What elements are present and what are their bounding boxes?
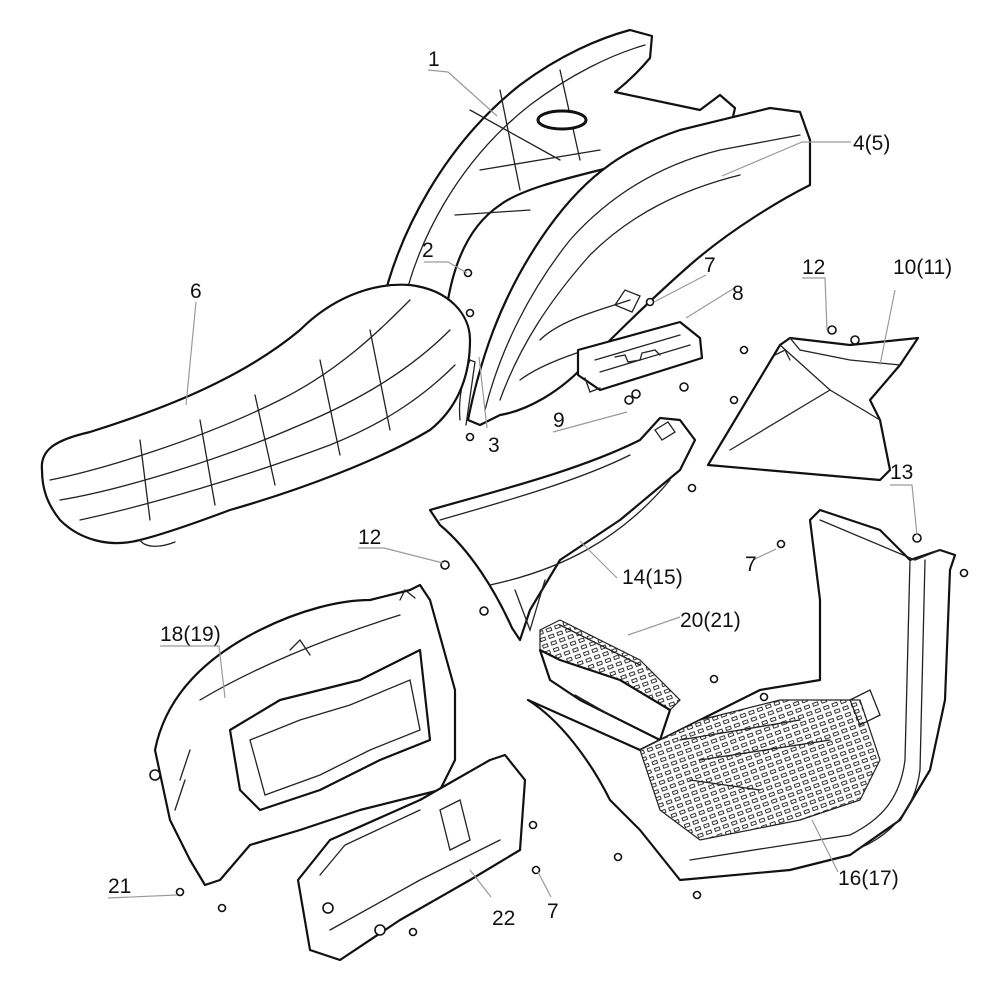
fastener <box>739 345 749 355</box>
fastener <box>528 820 538 830</box>
leader-13 <box>890 484 918 536</box>
leader-2 <box>424 261 468 274</box>
fasteners <box>175 268 969 937</box>
callout-8: 8 <box>732 282 744 305</box>
fastener <box>531 865 541 875</box>
fastener <box>959 568 969 578</box>
leader-7b <box>752 548 777 561</box>
callout-14-15: 14(15) <box>622 566 683 589</box>
leader-3 <box>478 356 488 429</box>
callout-1: 1 <box>428 48 440 71</box>
callout-18-19: 18(19) <box>160 623 221 646</box>
leader-9 <box>552 411 628 433</box>
fastener <box>465 308 475 318</box>
callout-3: 3 <box>488 434 500 457</box>
part-front-fender <box>376 28 737 336</box>
part-footboard <box>526 508 957 882</box>
leader-7c <box>537 871 552 898</box>
callout-7b: 7 <box>745 553 757 576</box>
leader-14 <box>579 540 618 579</box>
callout-10-11: 10(11) <box>893 256 952 279</box>
fastener <box>465 432 475 442</box>
leader-10 <box>879 289 896 366</box>
fastener <box>679 382 689 392</box>
callout-20-21: 20(21) <box>680 609 741 632</box>
part-rear-side-panel <box>149 583 457 887</box>
leader-18 <box>160 645 226 699</box>
leader-7a <box>653 274 707 303</box>
callout-13: 13 <box>890 461 913 484</box>
fastener <box>709 674 719 684</box>
leader-12b <box>358 547 444 564</box>
leader-22 <box>469 869 492 898</box>
leader-6 <box>185 301 197 406</box>
callout-6: 6 <box>190 280 202 303</box>
leader-12a <box>802 277 828 331</box>
fastener <box>479 606 489 616</box>
part-seat <box>40 283 472 547</box>
leader-1 <box>427 69 498 117</box>
fastener <box>687 483 697 493</box>
callout-12a: 12 <box>802 256 825 279</box>
fastener <box>776 539 786 549</box>
fastener <box>827 325 837 335</box>
callout-labels: 1 2 3 4(5) 6 7 8 9 10(11) 12 12 13 14(15… <box>108 48 952 930</box>
fastener <box>217 903 227 913</box>
leader-16 <box>811 819 839 873</box>
callout-7a: 7 <box>704 254 716 277</box>
callout-16-17: 16(17) <box>838 867 899 890</box>
part-switch-panel <box>576 320 704 393</box>
fastener <box>729 395 739 405</box>
leader-21 <box>107 894 178 899</box>
fastener <box>408 927 418 937</box>
leader-4 <box>721 141 851 177</box>
fastener <box>175 887 185 897</box>
fastener <box>850 335 860 345</box>
fastener <box>692 890 702 900</box>
fastener <box>912 533 922 543</box>
leader-lines <box>107 69 918 899</box>
fastener <box>624 395 634 405</box>
leader-8 <box>685 286 737 319</box>
callout-7c: 7 <box>547 900 559 923</box>
callout-12b: 12 <box>358 526 381 549</box>
fastener <box>631 389 641 399</box>
part-cover-plate <box>296 753 527 962</box>
fastener <box>645 297 655 307</box>
part-side-shield <box>706 336 920 482</box>
callout-2: 2 <box>422 239 434 262</box>
fastener <box>759 692 769 702</box>
part-inner-panel <box>428 416 697 642</box>
callout-4-5: 4(5) <box>853 132 890 155</box>
callout-22: 22 <box>492 907 515 930</box>
callout-21: 21 <box>108 875 131 898</box>
leader-20 <box>627 616 681 636</box>
callout-9: 9 <box>553 409 565 432</box>
fastener <box>463 268 473 278</box>
fastener <box>613 852 623 862</box>
